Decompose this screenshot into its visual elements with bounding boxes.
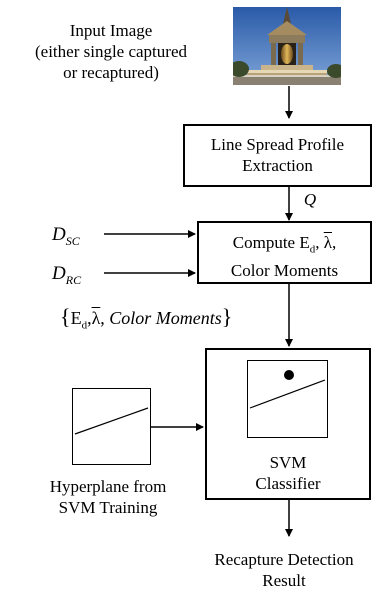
feature-close-brace: } (221, 304, 233, 329)
feature-lambda-bar: λ (91, 308, 101, 328)
extraction-line1: Line Spread Profile (210, 135, 345, 154)
compute-features-box (197, 221, 372, 284)
compute-lambda-bar: λ (323, 233, 332, 252)
svm-sample-point (284, 370, 294, 380)
svm-classifier-label: SVM Classifier (205, 452, 371, 494)
line-spread-extraction-label: Line Spread Profile Extraction (183, 134, 372, 176)
extraction-line2: Extraction (242, 156, 313, 175)
line-spread-extraction-box (183, 124, 372, 187)
d-sc-main: D (52, 224, 66, 245)
feature-comma2: , (100, 308, 110, 328)
monument-photo-icon (233, 7, 341, 85)
hyperplane-line2: SVM Training (58, 498, 158, 517)
result-line1: Recapture Detection (214, 550, 354, 569)
svm-line2: Classifier (255, 474, 321, 493)
result-line2: Result (262, 571, 306, 590)
hyperplane-label: Hyperplane from SVM Training (8, 476, 208, 518)
hyperplane-graphic (74, 407, 149, 435)
hyperplane-box (72, 388, 151, 465)
d-sc-subscript: SC (65, 233, 80, 248)
feature-e-subscript: d (81, 319, 88, 332)
d-rc-label: DRC (52, 263, 96, 291)
feature-open-brace: { (60, 304, 71, 329)
feature-comma1: , (87, 308, 92, 328)
svm-plot-graphic (249, 370, 326, 409)
svm-decision-boundary (249, 379, 326, 409)
svm-plot-box (247, 360, 328, 438)
d-sc-label: DSC (52, 224, 96, 252)
svm-line1: SVM (269, 453, 307, 472)
d-rc-subscript: RC (65, 272, 82, 287)
hyperplane-line (74, 407, 149, 435)
q-label: Q (303, 190, 317, 209)
compute-line1: Compute Ed, λ, (197, 232, 372, 260)
input-image (233, 7, 341, 85)
compute-prefix: Compute E (232, 233, 310, 252)
compute-features-label: Compute Ed, λ, Color Moments (197, 232, 372, 281)
input-image-label: Input Image (either single captured or r… (8, 20, 214, 83)
input-label-line2: (either single captured (35, 42, 187, 61)
input-label-line3: or recaptured) (63, 63, 159, 82)
hyperplane-line1: Hyperplane from (49, 477, 167, 496)
d-rc-main: D (52, 263, 66, 284)
compute-line2: Color Moments (230, 261, 339, 281)
feature-e: E (70, 308, 82, 328)
compute-comma: , (331, 233, 337, 252)
compute-separator: , (315, 233, 324, 252)
compute-e-subscript: d (309, 243, 316, 256)
result-label: Recapture Detection Result (186, 549, 382, 591)
feature-set-label: {Ed,λ, Color Moments} (60, 306, 290, 337)
feature-color-moments: Color Moments (109, 308, 222, 328)
input-label-line1: Input Image (69, 21, 153, 40)
